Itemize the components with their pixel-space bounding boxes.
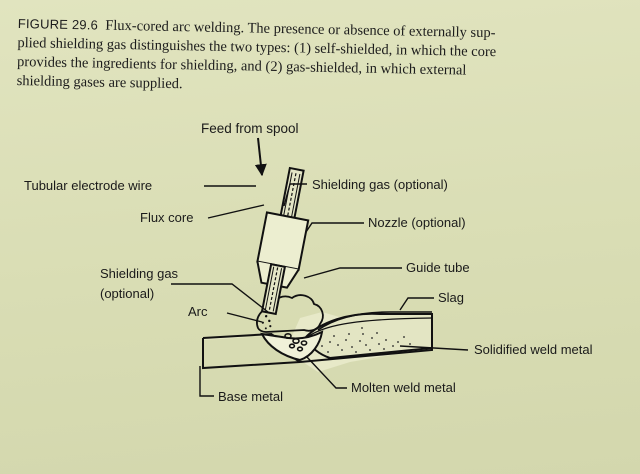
molten-droplets (284, 332, 308, 352)
label-base-metal: Base metal (218, 389, 283, 404)
weld-stipple (321, 327, 411, 353)
weld-bead (303, 311, 433, 360)
label-shielding-gas-top: Shielding gas (optional) (312, 177, 448, 192)
label-molten-weld-metal: Molten weld metal (351, 380, 456, 395)
label-nozzle: Nozzle (optional) (368, 215, 466, 230)
label-arc: Arc (188, 304, 208, 319)
feed-label: Feed from spool (201, 121, 299, 136)
feed-arrow (254, 137, 267, 177)
nozzle (256, 211, 310, 271)
torch-assembly (256, 166, 310, 330)
label-guide-tube: Guide tube (406, 260, 470, 275)
label-solidified-weld-metal: Solidified weld metal (474, 342, 593, 357)
label-shielding-gas-left-1: Shielding gas (100, 266, 179, 281)
label-flux-core: Flux core (140, 210, 193, 225)
arc-sparks (261, 314, 272, 330)
label-shielding-gas-left-2: (optional) (100, 286, 154, 301)
molten-pool (260, 330, 324, 362)
label-tubular-electrode-wire: Tubular electrode wire (24, 178, 152, 193)
label-slag: Slag (438, 290, 464, 305)
leader-lines (171, 183, 469, 397)
